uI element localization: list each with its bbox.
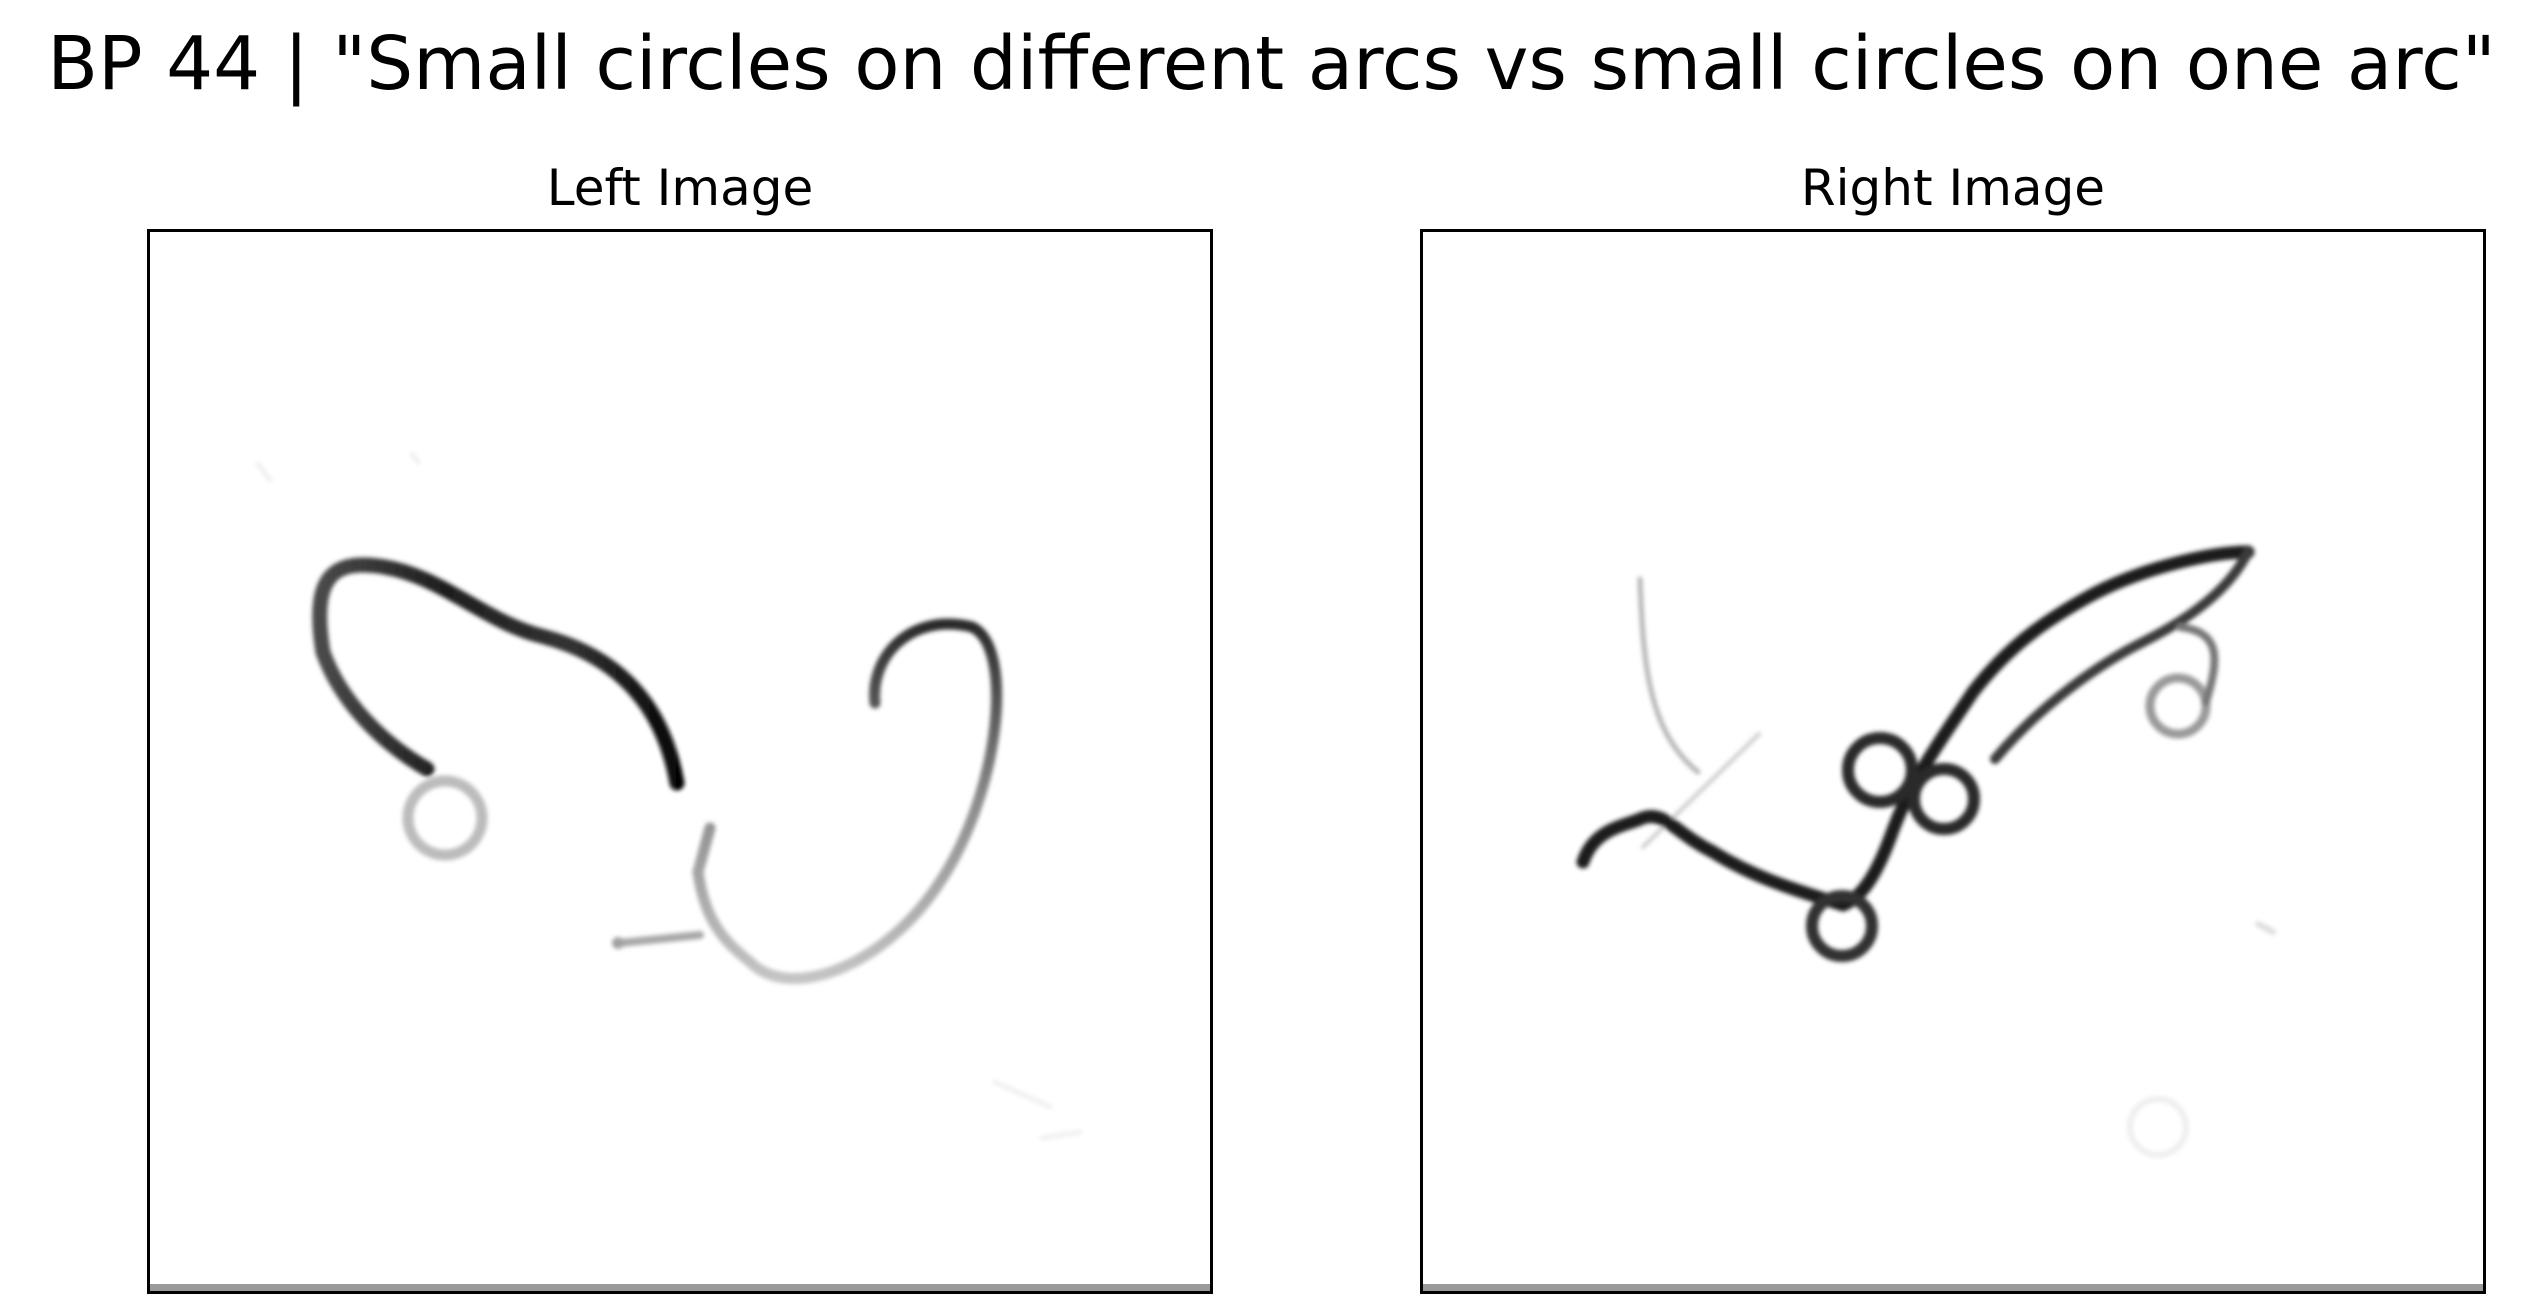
arc-small-circle-4-tail	[2176, 623, 2219, 706]
faint-curve	[1637, 576, 1701, 775]
faint-mark	[2255, 921, 2276, 935]
left-panel-bottom-strip	[150, 1284, 1210, 1291]
left-arc-stroke	[312, 557, 685, 791]
main-arc-stroke	[1576, 545, 2255, 912]
right-panel-title: Right Image	[1800, 159, 2106, 217]
left-panel-title: Left Image	[546, 159, 814, 217]
right-image-drawing	[1576, 545, 2276, 1158]
figure-title: BP 44 | "Small circles on different arcs…	[47, 21, 2496, 107]
right-arc-stroke	[692, 618, 1003, 984]
right-arc-stem	[616, 931, 704, 947]
arc-small-circle-3	[1806, 890, 1878, 962]
faint-speckle	[255, 451, 1083, 1141]
arc-small-circle-2	[1908, 763, 1980, 835]
right-arc-stem-dot	[612, 937, 624, 949]
right-panel-bottom-strip	[1423, 1284, 2483, 1291]
faint-diagonal	[1641, 732, 1761, 849]
left-image-panel	[147, 229, 1213, 1294]
right-image-panel	[1420, 229, 2486, 1294]
arc-small-circle-1	[1842, 732, 1918, 808]
arc-small-circle-4	[2145, 673, 2211, 739]
faint-circle	[2127, 1096, 2189, 1158]
left-image-drawing	[255, 451, 1083, 1141]
main-arc-loop-edge	[1990, 547, 2253, 764]
left-small-circle	[402, 775, 488, 861]
